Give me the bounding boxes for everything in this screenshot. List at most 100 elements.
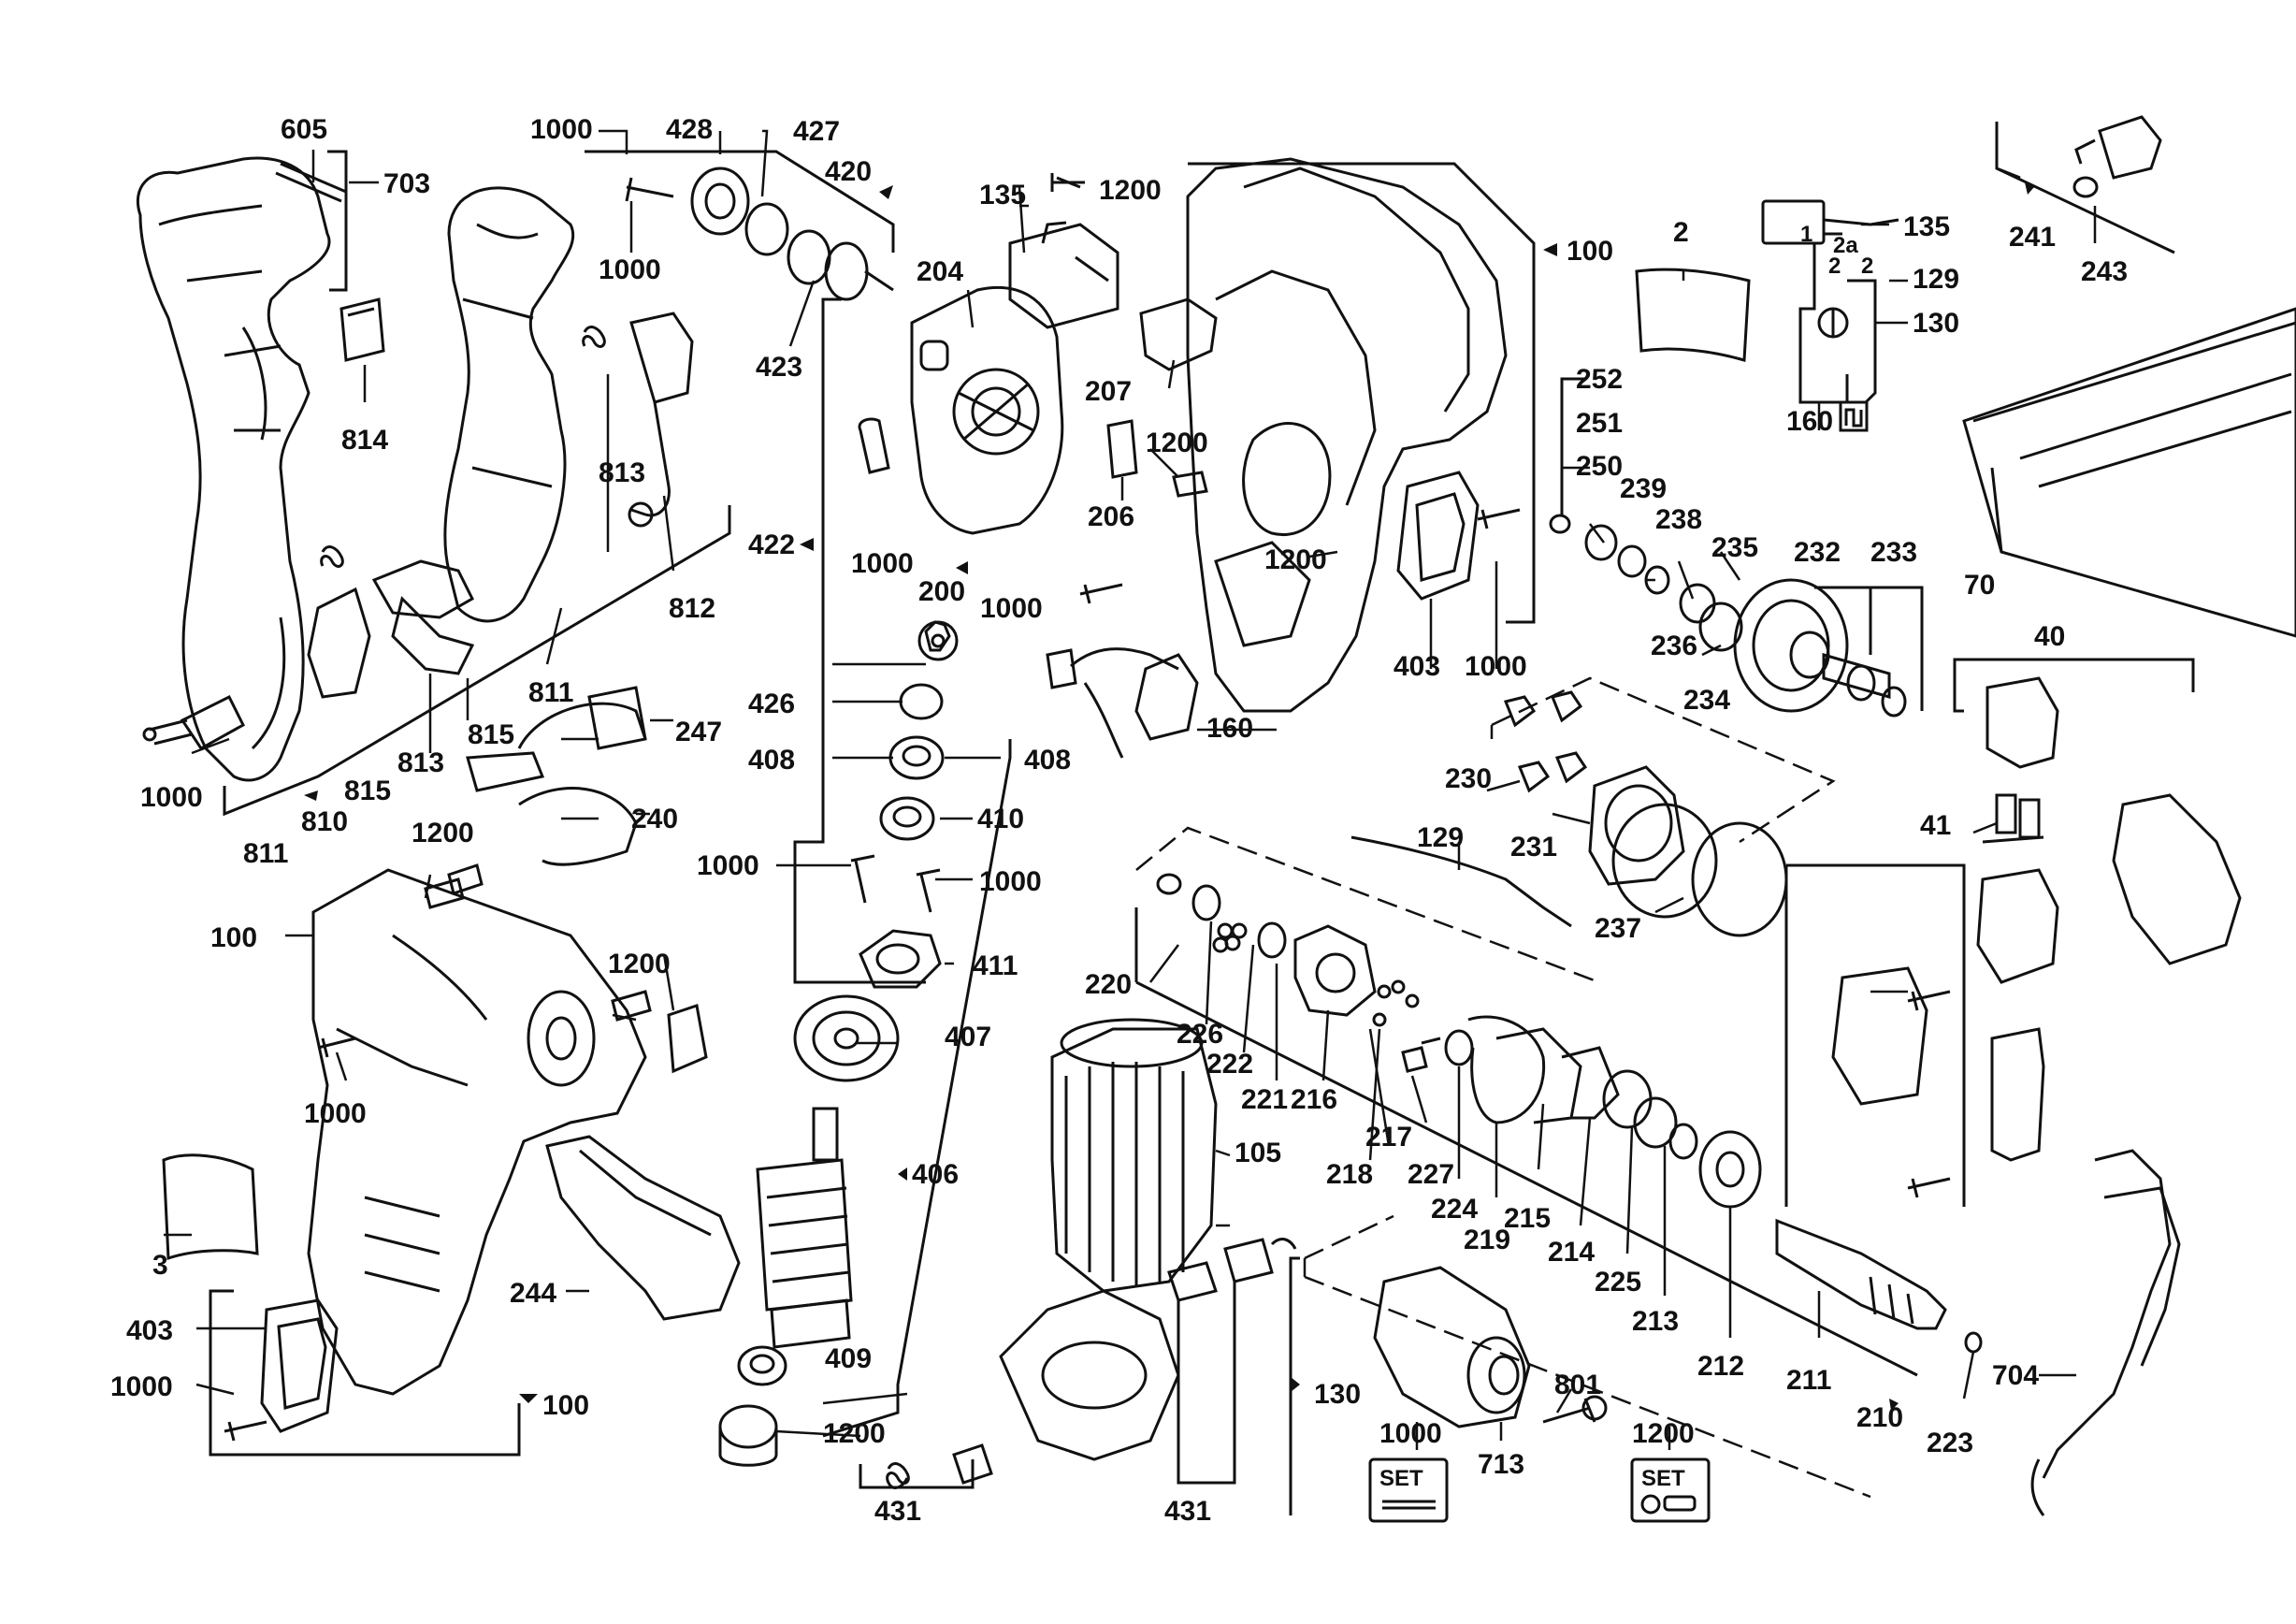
bracket-130: [1289, 1256, 1300, 1515]
gear-parts-232: [1549, 514, 1907, 718]
screw-801: [1542, 1395, 1608, 1424]
label-135b: 135: [1903, 211, 1950, 242]
field-coil-105: [1050, 1018, 1218, 1293]
spindle-parts: [1156, 873, 1983, 1354]
label-403b: 403: [126, 1315, 173, 1346]
label-100c: 100: [542, 1390, 589, 1421]
washer-426: [899, 683, 944, 720]
bracket-210: [1134, 907, 1918, 1377]
label-135a: 135: [979, 180, 1026, 210]
label-1000a: 1000: [530, 114, 593, 145]
label-1000h: 1000: [979, 866, 1042, 897]
bearing-410: [879, 796, 935, 841]
label-204: 204: [917, 256, 963, 287]
bracket-100-lower: [209, 1289, 521, 1457]
label-426: 426: [748, 689, 795, 719]
label-810: 810: [301, 806, 348, 837]
pins-1200-e: [611, 990, 708, 1074]
label-408b: 408: [1024, 745, 1071, 776]
label-815a: 815: [468, 719, 514, 750]
plate-411: [859, 929, 942, 989]
label-1200a: 1200: [1099, 175, 1162, 206]
cord-704: [2030, 1149, 2181, 1516]
clip-240: [466, 751, 638, 866]
bearing-428: [690, 167, 750, 236]
set-badge-1000: SET: [1368, 1457, 1449, 1523]
label-223: 223: [1927, 1428, 1973, 1458]
label-130b: 130: [1314, 1379, 1361, 1410]
gear-426: [917, 620, 959, 661]
chuck-713: [1373, 1266, 1531, 1428]
label-251: 251: [1576, 408, 1623, 439]
label-221: 221: [1241, 1084, 1288, 1115]
bearing-1200-d: [718, 1404, 778, 1467]
brush-holder-160: [1046, 647, 1199, 759]
dash-gear-group: [1490, 676, 1836, 844]
label-1200e: 1200: [608, 949, 671, 979]
label-230: 230: [1445, 763, 1492, 794]
label-plate-2: [1635, 268, 1751, 362]
label-70: 70: [1964, 570, 1995, 601]
label-207: 207: [1085, 376, 1132, 407]
label-220: 220: [1085, 969, 1132, 1000]
label-226: 226: [1177, 1019, 1223, 1050]
handle-small-parts: [142, 297, 606, 750]
label-213: 213: [1632, 1306, 1679, 1337]
bearing-409: [737, 1345, 787, 1386]
label-40: 40: [2034, 621, 2065, 652]
label-243: 243: [2081, 256, 2128, 287]
label-1000d: 1000: [851, 548, 914, 579]
main-housing-lower: [307, 868, 647, 1396]
label-2: 2: [1673, 217, 1689, 248]
dash-220-group: [1135, 826, 1600, 984]
label-227: 227: [1408, 1159, 1454, 1190]
label-100b: 100: [210, 922, 257, 953]
label-406: 406: [912, 1159, 959, 1190]
screw-1000-d: [858, 417, 890, 474]
bracket-422: [793, 297, 926, 984]
leader-lines: [164, 129, 2097, 1450]
bracket-100-top: [1188, 162, 1536, 624]
plug-41: [1982, 676, 2059, 844]
handle-half-right: [443, 186, 575, 623]
label-713: 713: [1478, 1449, 1524, 1480]
bracket-431-left: [859, 1459, 975, 1489]
cover-403-lower: [260, 1298, 339, 1433]
bearing-408: [888, 735, 945, 780]
screw-1000-f: [1477, 508, 1521, 529]
label-200: 200: [918, 576, 965, 607]
label-247: 247: [675, 717, 722, 747]
label-1000c: 1000: [140, 782, 203, 813]
label-237: 237: [1595, 913, 1641, 944]
bracket-41: [1784, 863, 1966, 1207]
bracket-810: [223, 505, 731, 817]
label-250: 250: [1576, 451, 1623, 482]
label-232: 232: [1794, 537, 1841, 568]
set-badge-1200: SET: [1630, 1457, 1711, 1523]
label-427: 427: [793, 116, 840, 147]
label-1000k: 1000: [1379, 1418, 1442, 1449]
label-407: 407: [945, 1022, 991, 1052]
label-812: 812: [669, 593, 715, 624]
label-409: 409: [825, 1343, 872, 1374]
label-41: 41: [1920, 810, 1951, 841]
set-1000-text: SET: [1379, 1466, 1423, 1491]
schematic-label-2b: 2: [1828, 254, 1841, 279]
label-234: 234: [1683, 685, 1730, 716]
label-811b: 811: [243, 838, 288, 869]
set-1200-text: SET: [1641, 1466, 1685, 1491]
label-1000b: 1000: [599, 254, 661, 285]
bracket-241: [1995, 122, 2175, 254]
label-129b: 129: [1417, 822, 1464, 853]
label-431a: 431: [874, 1496, 921, 1527]
label-408a: 408: [748, 745, 795, 776]
label-1000i: 1000: [304, 1098, 367, 1129]
handle-half-left: [136, 156, 331, 782]
gear-423: [787, 229, 894, 301]
label-100a: 100: [1567, 236, 1613, 267]
label-217: 217: [1365, 1122, 1412, 1153]
bracket-233: [1814, 586, 1924, 711]
schematic-label-1: 1: [1800, 222, 1812, 247]
label-1000g: 1000: [697, 850, 759, 881]
label-605: 605: [281, 114, 327, 145]
